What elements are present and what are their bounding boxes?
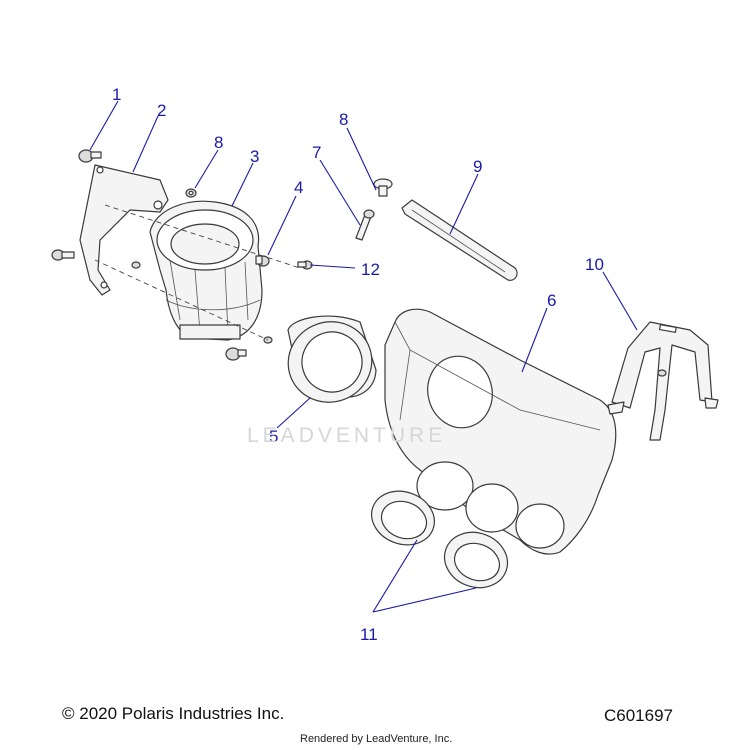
callout-7: 7 bbox=[312, 143, 321, 162]
callout-9: 9 bbox=[473, 157, 482, 176]
part-bolt-left[interactable] bbox=[51, 249, 75, 261]
callout-5: 5 bbox=[269, 427, 278, 446]
part-8-rivet[interactable] bbox=[373, 178, 393, 197]
callout-3: 3 bbox=[250, 147, 259, 166]
part-4-screw[interactable] bbox=[255, 255, 270, 267]
part-1-bolt[interactable] bbox=[78, 149, 102, 163]
callout-2: 2 bbox=[157, 101, 166, 120]
callout-12: 12 bbox=[361, 260, 380, 279]
part-6-airbox[interactable] bbox=[384, 308, 617, 555]
alignment-line-lower bbox=[94, 259, 269, 341]
callout-10: 10 bbox=[585, 255, 604, 274]
callout-4: 4 bbox=[294, 178, 303, 197]
callout-1: 1 bbox=[112, 85, 121, 104]
part-8-washer[interactable] bbox=[185, 188, 197, 198]
callout-11: 11 bbox=[360, 625, 378, 644]
part-7-pin[interactable] bbox=[355, 209, 375, 241]
rendered-by-text: Rendered by LeadVenture, Inc. bbox=[300, 733, 453, 745]
part-bolt-lower[interactable] bbox=[225, 347, 247, 361]
leader-lines bbox=[89, 100, 638, 613]
callout-6: 6 bbox=[547, 291, 556, 310]
callout-8-lower: 8 bbox=[214, 133, 223, 152]
part-10-bracket[interactable] bbox=[607, 321, 719, 441]
part-9-strap[interactable] bbox=[401, 199, 518, 281]
diagram-id: C601697 bbox=[604, 706, 674, 725]
part-5-coupler[interactable] bbox=[277, 310, 383, 414]
part-12-screw[interactable] bbox=[297, 260, 313, 270]
part-11-seal-right[interactable] bbox=[437, 524, 516, 597]
part-11-seal-left[interactable] bbox=[364, 483, 442, 554]
copyright-text: © 2020 Polaris Industries Inc. bbox=[62, 704, 285, 723]
part-3-intake-body[interactable] bbox=[131, 200, 263, 341]
alignment-line-upper bbox=[104, 204, 301, 269]
part-2-bracket[interactable] bbox=[79, 164, 169, 296]
callout-8-upper: 8 bbox=[339, 110, 348, 129]
watermark: LEADVENTURE bbox=[247, 424, 447, 447]
